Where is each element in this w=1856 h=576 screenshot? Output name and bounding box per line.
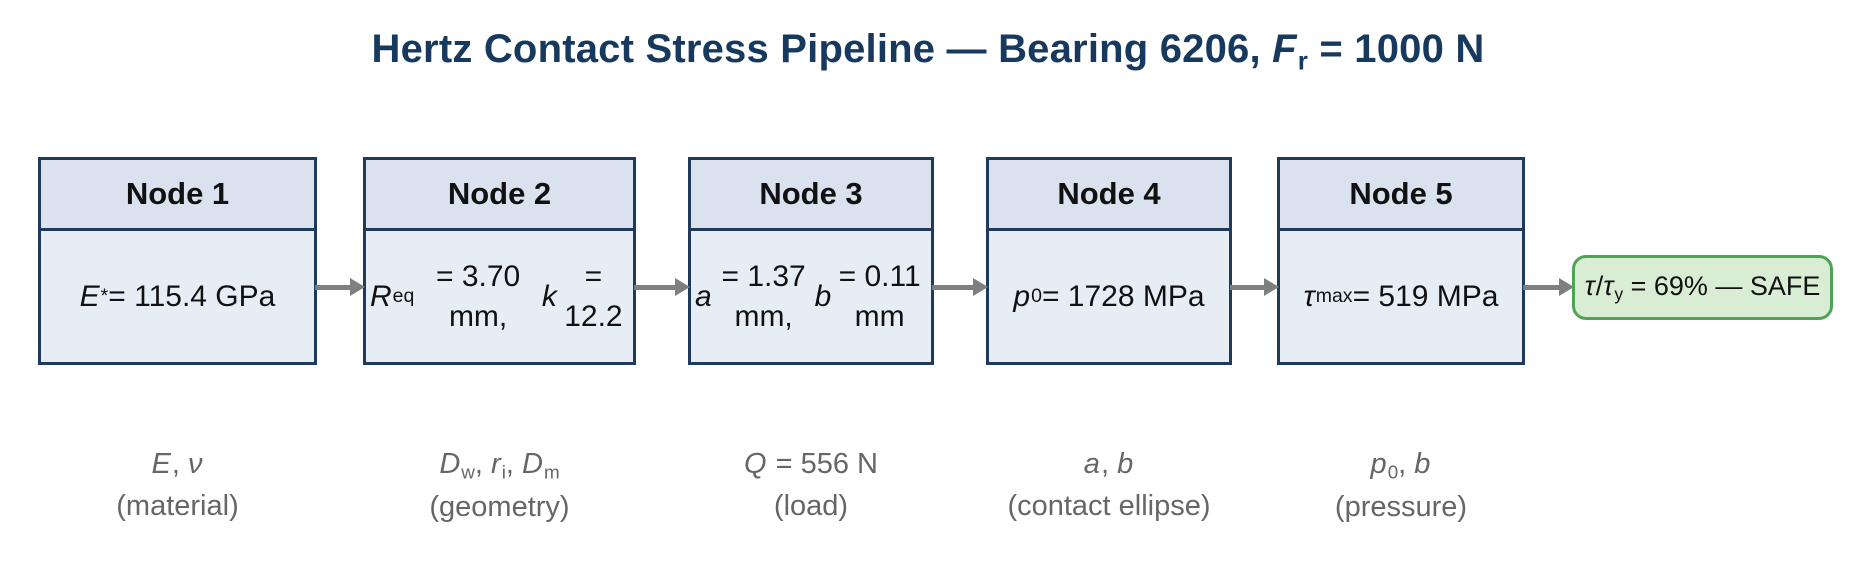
flow-arrow-icon xyxy=(634,278,690,296)
node-3-header: Node 3 xyxy=(691,160,931,231)
arrow-shaft xyxy=(932,285,976,290)
node-1-footnote: E, ν(material) xyxy=(116,448,239,523)
node-2-header: Node 2 xyxy=(366,160,633,231)
arrow-head xyxy=(350,278,365,296)
arrow-head xyxy=(675,278,690,296)
node-3-footnote: Q = 556 N(load) xyxy=(744,448,878,523)
safety-status-text: τ/τy = 69% — SAFE xyxy=(1584,270,1821,304)
node-2-footnote: Dw, ri, Dm(geometry) xyxy=(429,448,570,523)
node-4-header: Node 4 xyxy=(989,160,1229,231)
node-1-header: Node 1 xyxy=(41,160,314,231)
flow-arrow-icon xyxy=(315,278,365,296)
node-4-footnote: a, b(contact ellipse) xyxy=(1007,448,1211,523)
node-3-box: Node 3 a = 1.37 mm,b = 0.11 mm xyxy=(688,157,934,365)
node-5-header: Node 5 xyxy=(1280,160,1522,231)
arrow-shaft xyxy=(1230,285,1267,290)
node-1-value: E* = 115.4 GPa xyxy=(79,279,276,313)
flow-arrow-icon xyxy=(1230,278,1279,296)
safety-status-badge: τ/τy = 69% — SAFE xyxy=(1572,255,1833,320)
node-5-footnote: p0, b(pressure) xyxy=(1334,448,1468,523)
node-3-value: a = 1.37 mm,b = 0.11 mm xyxy=(695,259,921,333)
diagram-title: Hertz Contact Stress Pipeline — Bearing … xyxy=(371,27,1485,76)
node-1-box: Node 1 E* = 115.4 GPa xyxy=(38,157,317,365)
arrow-head xyxy=(973,278,988,296)
flow-arrow-icon xyxy=(1523,278,1574,296)
arrow-head xyxy=(1559,278,1574,296)
arrow-shaft xyxy=(1523,285,1562,290)
arrow-shaft xyxy=(315,285,353,290)
flow-arrow-icon xyxy=(932,278,988,296)
arrow-shaft xyxy=(634,285,678,290)
arrow-head xyxy=(1264,278,1279,296)
